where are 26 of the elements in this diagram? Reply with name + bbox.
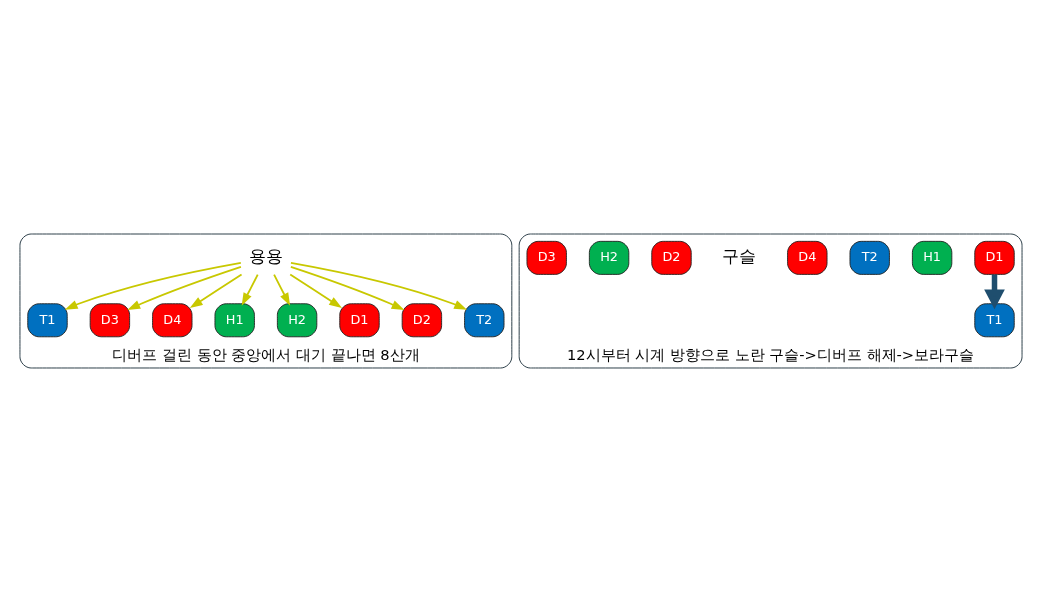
arrow	[290, 262, 467, 310]
node-box: H2	[588, 240, 630, 275]
arrow	[189, 273, 243, 309]
node-box: T2	[464, 303, 505, 338]
node-box: D1	[339, 303, 380, 338]
arrow	[289, 265, 405, 311]
node-box: D2	[651, 240, 692, 275]
node-box: D4	[787, 240, 828, 275]
node-box: H2	[276, 303, 318, 338]
node-box: D3	[526, 240, 567, 275]
node-box: T1	[974, 303, 1015, 338]
arrow	[241, 273, 259, 306]
node-text: 용용	[248, 246, 283, 266]
node-box: D4	[152, 303, 193, 338]
node-box: D3	[89, 303, 131, 338]
node-box: D1	[974, 240, 1015, 275]
arrow	[127, 265, 242, 311]
node-box: T1	[27, 303, 68, 338]
arrow	[289, 273, 342, 309]
node-box: D2	[401, 303, 443, 338]
node-box: T2	[849, 240, 890, 275]
arrow	[273, 273, 291, 306]
node-box: H1	[214, 303, 255, 338]
arrow	[64, 262, 242, 310]
node-text: 구슬	[722, 246, 757, 266]
node-box: H1	[911, 240, 953, 275]
